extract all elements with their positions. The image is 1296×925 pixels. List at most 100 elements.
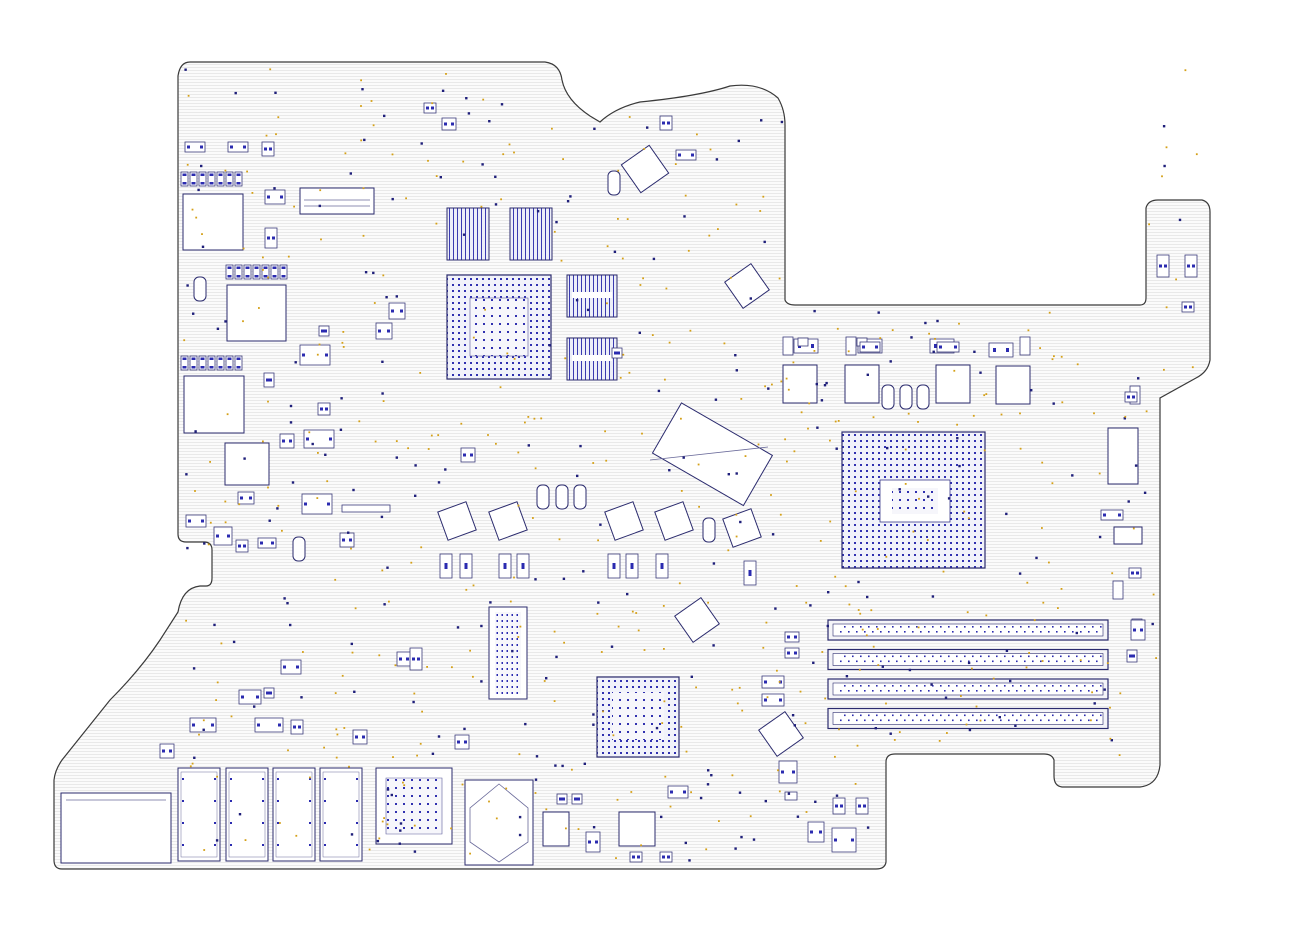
smd-component [659,115,673,131]
capacitor-row-top [180,171,243,187]
via [209,461,211,463]
test-pad [579,444,582,448]
via [571,768,573,771]
via [953,369,956,372]
capacitor [189,171,198,187]
via [368,848,371,851]
smd-component [659,851,673,863]
smd-component [189,717,217,733]
via [419,372,422,374]
via [216,775,218,778]
test-pad [652,257,656,261]
test-pad [480,624,483,628]
test-pad [201,245,205,248]
test-pad [1134,464,1138,467]
via [532,517,534,519]
test-pad [626,592,629,596]
via [558,538,561,541]
via [678,582,681,585]
via [238,503,241,506]
via [635,612,638,614]
tantalum-capacitor [193,276,207,302]
via [708,234,711,237]
via [847,350,850,353]
via [287,255,290,258]
usb-port [177,767,221,862]
via [605,459,608,462]
via [381,820,384,823]
test-pad [655,726,659,730]
test-pad [967,661,971,665]
test-pad [488,120,491,123]
resistor [1112,580,1124,600]
test-pad [294,361,297,364]
test-pad [1052,402,1055,405]
test-pad [437,735,441,738]
via [707,601,709,604]
via [513,576,515,579]
test-pad [973,350,976,353]
via [1027,329,1030,332]
smd-component [280,659,302,675]
test-pad [386,788,390,791]
test-pad [592,713,595,716]
smd-component [761,675,785,689]
resistor [782,336,794,356]
memory-slots [827,619,1109,730]
via [1048,561,1050,564]
via [879,337,882,339]
via [465,588,468,591]
test-pad [213,623,216,627]
via [680,725,683,728]
via [224,521,227,524]
via [805,811,808,813]
via [1165,146,1168,149]
test-pad [535,755,539,758]
via [373,302,376,304]
via [819,540,822,542]
via [341,341,344,344]
test-pad [866,595,869,599]
via [848,603,851,606]
pmic-left-mid [226,284,287,342]
test-pad [593,127,596,130]
test-pad [192,667,196,670]
test-pad [874,727,877,730]
via [696,133,698,136]
capacitor [198,171,207,187]
via [513,357,516,360]
via [187,94,190,97]
via [405,197,407,200]
test-pad [881,665,884,668]
test-pad [889,360,892,363]
smd-component [675,149,697,161]
via [795,585,798,587]
via [1060,588,1063,590]
via [885,555,888,558]
via [185,619,187,622]
via [1148,223,1150,226]
via [735,535,738,538]
via [834,755,836,758]
via [622,353,625,356]
smd-component [454,734,470,750]
via [668,341,671,344]
via [202,719,205,722]
via [643,148,646,150]
via [960,695,962,697]
via [316,353,319,356]
test-pad [734,354,737,357]
via [508,143,511,146]
test-pad [372,271,375,275]
via [517,504,520,507]
via [617,625,620,628]
via [729,276,732,279]
test-pad [898,488,901,491]
smd-component [855,797,869,815]
capacitor [180,355,189,371]
via [972,414,975,417]
via [617,169,620,172]
smd-component [807,821,825,843]
via [680,490,683,492]
test-pad [536,210,540,213]
